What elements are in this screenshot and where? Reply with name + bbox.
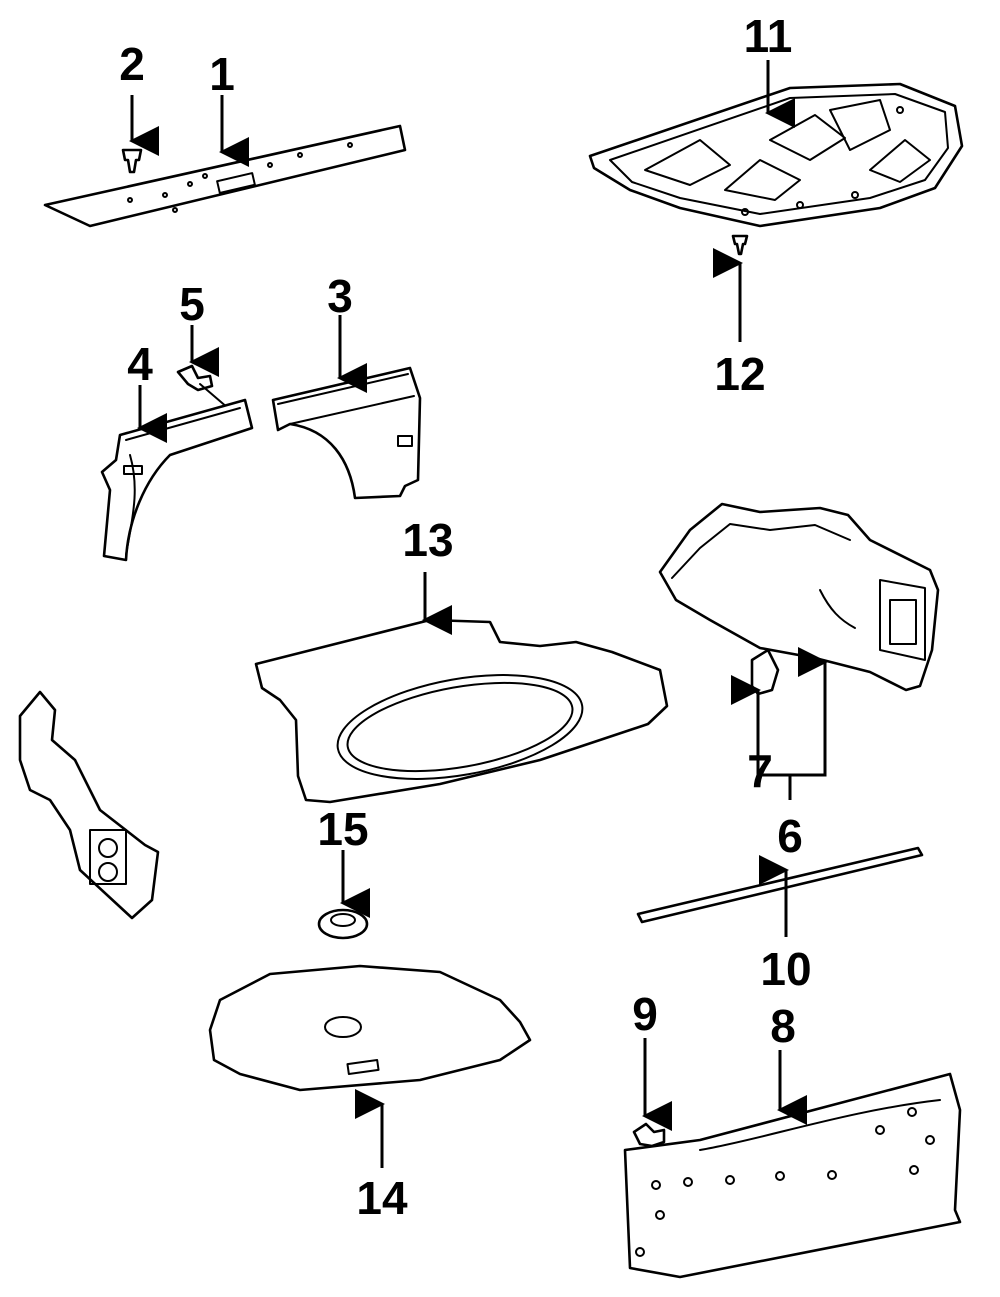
- part-2-clip: [121, 148, 143, 174]
- part-1-package-tray-trim: [43, 124, 407, 228]
- callout-7: 7: [747, 745, 773, 797]
- part-13-trunk-floor-mat: [254, 618, 669, 804]
- callout-13: 13: [402, 514, 453, 566]
- part-15-grommet: [317, 908, 369, 940]
- callout-12: 12: [714, 348, 765, 400]
- callout-3: 3: [327, 270, 353, 322]
- part-14-spare-tire-cover: [208, 964, 532, 1092]
- leader-lines: [129, 60, 828, 1168]
- part-4-left-side-trim: [100, 398, 254, 562]
- callout-5: 5: [179, 278, 205, 330]
- callout-14: 14: [356, 1172, 408, 1224]
- part-5-screw: [176, 364, 229, 409]
- part-9-screw: [632, 1122, 666, 1148]
- part-12-clip: [731, 234, 749, 256]
- part-10-weatherstrip: [636, 846, 924, 924]
- callout-4: 4: [127, 338, 153, 390]
- part-7-clip: [750, 648, 780, 696]
- callout-15: 15: [317, 803, 368, 855]
- callout-8: 8: [770, 1000, 796, 1052]
- part-11-trunk-lid-lining: [588, 82, 964, 228]
- callout-labels: 1 2 3 4 5 6 7 8 9 10 11 12 13 14 15: [119, 10, 811, 1224]
- part-6-right-trunk-side-trim: [658, 502, 940, 692]
- callout-10: 10: [760, 943, 811, 995]
- callout-2: 2: [119, 38, 145, 90]
- callout-1: 1: [209, 48, 235, 100]
- part-8-rear-end-trim: [623, 1072, 962, 1279]
- part-3-right-side-trim: [271, 366, 422, 500]
- callout-9: 9: [632, 988, 658, 1040]
- callout-11: 11: [744, 10, 793, 62]
- left-trunk-side-trim: [18, 690, 160, 920]
- callout-6: 6: [777, 810, 803, 862]
